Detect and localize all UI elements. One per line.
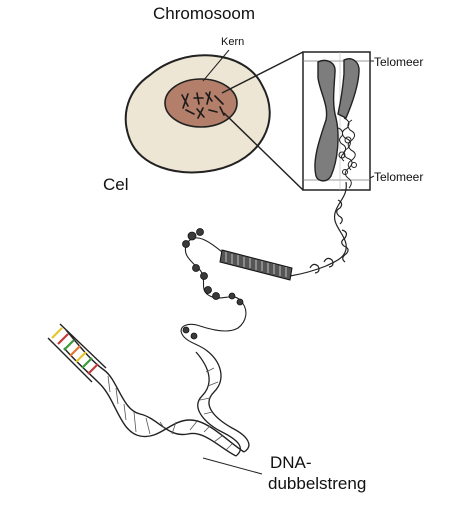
chromosome-x: [314, 58, 360, 182]
dna-helix: [47, 323, 250, 457]
zoom-line-top: [221, 51, 304, 94]
dna-strand-c: [63, 347, 245, 453]
nucleus: [164, 78, 238, 128]
base-pair-ladder: [47, 323, 107, 383]
solenoid: [219, 249, 293, 281]
dna-strand-d: [65, 329, 237, 457]
nucleosomes: [182, 228, 244, 340]
zoom-line-bottom: [223, 112, 304, 191]
chromatin-fiber: [289, 181, 349, 277]
dna-label-line1: DNA-: [270, 453, 312, 472]
telomere-top-label: Telomeer: [374, 55, 424, 69]
chromatin-coils: [337, 117, 357, 189]
dna-rungs: [107, 367, 233, 451]
chromosome-box: [302, 51, 371, 191]
nucleus-chromosomes: [181, 91, 225, 119]
dna-leader: [202, 457, 263, 475]
nucleus-leader: [202, 49, 230, 82]
telomere-bottom-label: Telomeer: [374, 170, 424, 184]
dna-strand-a: [205, 349, 250, 453]
dna-strand-b: [195, 351, 241, 457]
chromosome-title: Chromosoom: [153, 4, 256, 23]
dna-label-line2: dubbelstreng: [268, 474, 367, 493]
telomere-bottom-leader: [369, 175, 375, 179]
nucleus-label: Kern: [221, 36, 245, 48]
cell-label: Cel: [103, 175, 129, 194]
